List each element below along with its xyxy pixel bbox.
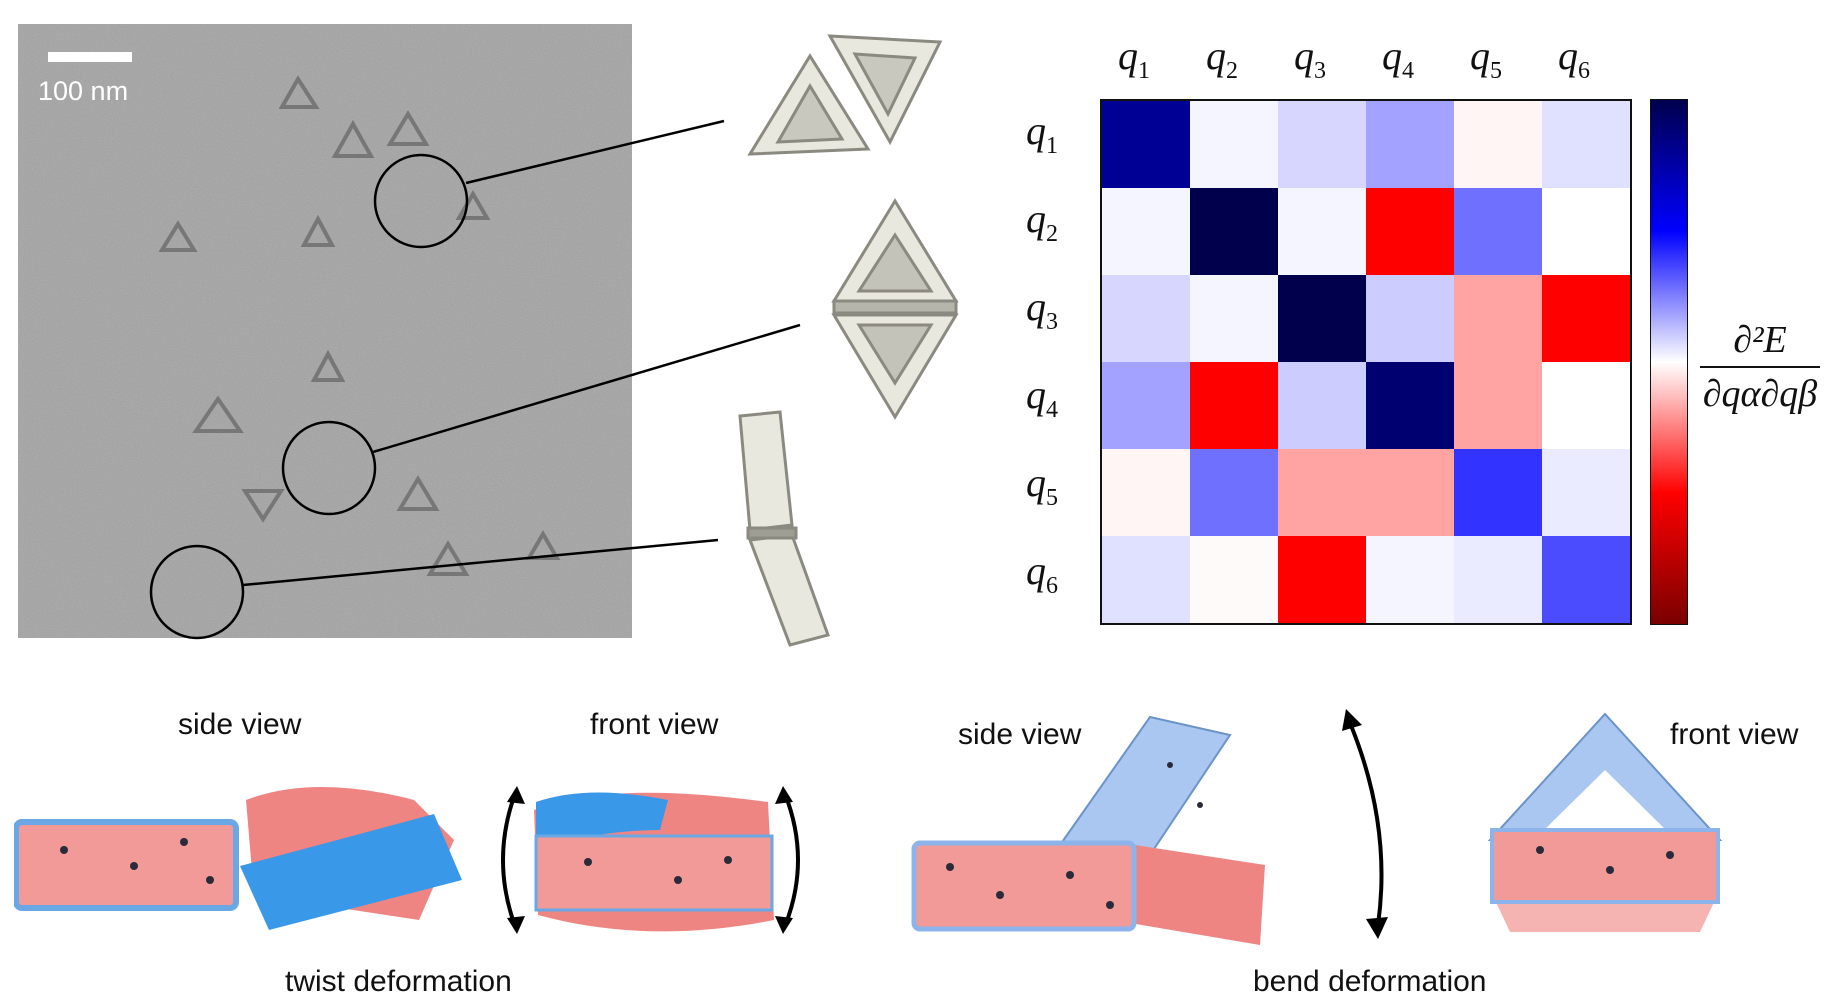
matrix-cell-6-1 — [1102, 536, 1191, 624]
col-label-2: q2 — [1206, 33, 1238, 84]
callout-circle-2 — [281, 420, 377, 516]
matrix-cell-4-5 — [1454, 362, 1543, 450]
matrix-cell-2-6 — [1542, 188, 1631, 276]
scale-bar — [48, 52, 132, 62]
bend-front-view-render — [1487, 712, 1723, 932]
twist-front-view-render — [534, 792, 774, 932]
matrix-col-labels: q1 q2 q3 q4 q5 q6 — [1100, 30, 1632, 90]
scale-bar-label: 100 nm — [38, 76, 129, 106]
row-label-3: q3 — [1026, 284, 1058, 335]
twist-arrows — [501, 786, 800, 934]
bend-side-view-label: side view — [958, 718, 1082, 751]
row-label-4: q4 — [1026, 372, 1058, 423]
bend-side-view-render — [911, 715, 1265, 945]
micrograph: 100 nm — [18, 24, 632, 638]
matrix-cell-4-6 — [1542, 362, 1631, 450]
colorbar-label: ∂²E ∂qα∂qβ — [1700, 318, 1820, 416]
hessian-matrix — [1100, 99, 1632, 625]
matrix-heatmap — [1100, 99, 1632, 625]
twist-side-view-render — [14, 787, 462, 930]
row-label-6: q6 — [1026, 548, 1058, 599]
row-label-2: q2 — [1026, 196, 1058, 247]
callout-lines — [149, 119, 801, 640]
matrix-cell-5-1 — [1102, 449, 1191, 537]
matrix-cell-5-3 — [1278, 449, 1367, 537]
matrix-cell-6-3 — [1278, 536, 1367, 624]
twist-caption: twist deformation — [285, 965, 512, 998]
col-label-5: q5 — [1470, 33, 1502, 84]
colorbar-fraction-bar — [1700, 366, 1820, 368]
matrix-cell-2-2 — [1190, 188, 1279, 276]
matrix-cell-3-3 — [1278, 275, 1367, 363]
matrix-row-labels: q1 q2 q3 q4 q5 q6 — [1024, 99, 1094, 625]
matrix-cell-1-4 — [1366, 101, 1455, 189]
matrix-cell-2-3 — [1278, 188, 1367, 276]
matrix-cell-3-2 — [1190, 275, 1279, 363]
bend-arrow — [1342, 709, 1388, 939]
render-rod-pair — [738, 410, 830, 647]
matrix-cell-3-5 — [1454, 275, 1543, 363]
twist-side-view-label: side view — [178, 708, 302, 741]
bend-front-view-label: front view — [1670, 718, 1799, 751]
matrix-cell-6-4 — [1366, 536, 1455, 624]
matrix-cell-3-4 — [1366, 275, 1455, 363]
col-label-4: q4 — [1382, 33, 1414, 84]
callout-circle-1 — [373, 153, 469, 249]
matrix-cell-4-2 — [1190, 362, 1279, 450]
matrix-border — [1100, 99, 1632, 625]
bend-caption: bend deformation — [1253, 965, 1487, 998]
render-triangle-pair-stacked — [831, 198, 959, 420]
colorbar-denominator: ∂qα∂qβ — [1702, 373, 1818, 415]
matrix-cell-2-5 — [1454, 188, 1543, 276]
colorbar-gradient — [1651, 100, 1687, 624]
matrix-cell-4-1 — [1102, 362, 1191, 450]
matrix-cell-5-4 — [1366, 449, 1455, 537]
callout-circle-3 — [149, 544, 245, 640]
row-label-5: q5 — [1026, 460, 1058, 511]
matrix-cell-1-1 — [1102, 101, 1191, 189]
matrix-cell-4-4 — [1366, 362, 1455, 450]
colorbar-numerator: ∂²E — [1733, 319, 1787, 361]
matrix-cell-5-6 — [1542, 449, 1631, 537]
matrix-cell-2-1 — [1102, 188, 1191, 276]
row-label-1: q1 — [1026, 108, 1058, 159]
col-label-3: q3 — [1294, 33, 1326, 84]
matrix-cell-1-5 — [1454, 101, 1543, 189]
matrix-cell-2-4 — [1366, 188, 1455, 276]
matrix-cell-1-3 — [1278, 101, 1367, 189]
col-label-1: q1 — [1118, 33, 1150, 84]
render-triangle-pair-tilted — [747, 34, 943, 156]
twist-front-view-label: front view — [590, 708, 719, 741]
matrix-cell-5-2 — [1190, 449, 1279, 537]
matrix-cell-5-5 — [1454, 449, 1543, 537]
colorbar — [1650, 99, 1688, 625]
matrix-cell-6-5 — [1454, 536, 1543, 624]
col-label-6: q6 — [1558, 33, 1590, 84]
matrix-cell-4-3 — [1278, 362, 1367, 450]
matrix-cell-1-2 — [1190, 101, 1279, 189]
matrix-cell-6-2 — [1190, 536, 1279, 624]
matrix-cell-3-6 — [1542, 275, 1631, 363]
matrix-cell-1-6 — [1542, 101, 1631, 189]
matrix-cell-6-6 — [1542, 536, 1631, 624]
micrograph-image — [18, 24, 632, 638]
matrix-cell-3-1 — [1102, 275, 1191, 363]
